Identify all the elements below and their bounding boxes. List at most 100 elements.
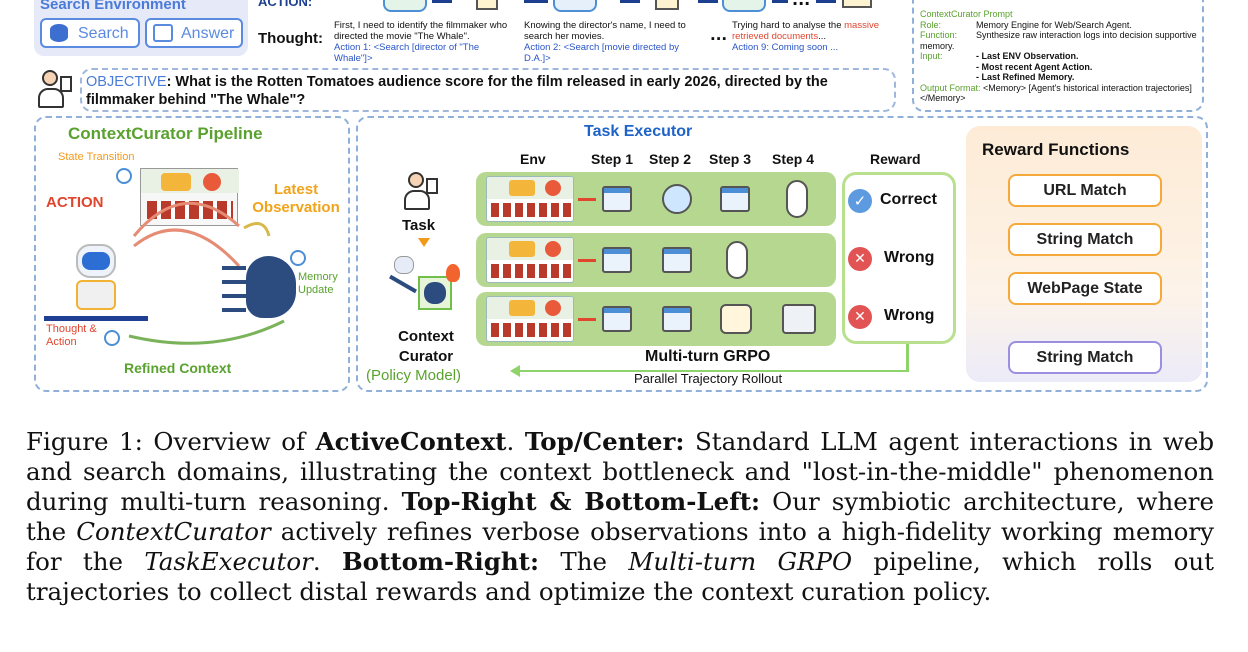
state-transition-label: State Transition bbox=[58, 151, 135, 163]
caption-text: Our symbiotic architecture, where the bbox=[26, 487, 1214, 546]
cross-icon: ✕ bbox=[848, 247, 872, 271]
action-3-text: Action 9: Coming soon ... bbox=[732, 42, 839, 53]
prompt-output-value: <Memory> [Agent's historical interaction… bbox=[920, 82, 1192, 104]
header-reward: Reward bbox=[870, 151, 921, 167]
reward-fn-string-match-search: String Match bbox=[1008, 341, 1162, 374]
click-window-icon bbox=[602, 306, 632, 332]
document-refresh-icon bbox=[720, 304, 752, 334]
caption-name: ActiveContext bbox=[315, 427, 507, 456]
answer-button-label: Answer bbox=[181, 25, 235, 42]
caption-top-right: Top-Right & Bottom-Left: bbox=[401, 487, 761, 516]
da-search-icon bbox=[553, 0, 597, 12]
rollout-label: Parallel Trajectory Rollout bbox=[634, 371, 783, 386]
thought-action-label: Thought & Action bbox=[46, 323, 97, 348]
reward-fn-string-match: String Match bbox=[1008, 223, 1162, 256]
arrow-icon bbox=[578, 198, 596, 201]
prompt-input-3: - Last Refined Memory. bbox=[976, 72, 1075, 82]
caption-executor: TaskExecutor bbox=[144, 547, 313, 576]
prompt-role-key: Role: bbox=[920, 19, 942, 30]
caption-text: . bbox=[506, 427, 525, 456]
grpo-label: Multi-turn GRPO bbox=[645, 348, 771, 365]
header-step-2: Step 2 bbox=[649, 151, 692, 167]
prompt-function-key: Function: bbox=[920, 30, 958, 40]
thought-label: Thought: bbox=[258, 30, 323, 47]
executor-title: Task Executor bbox=[584, 123, 693, 140]
score-search-icon bbox=[722, 0, 766, 12]
curator-label: Context Curator bbox=[398, 328, 454, 365]
objective-label: OBJECTIVE bbox=[86, 74, 167, 90]
memory-update-label: Memory Update bbox=[298, 271, 338, 296]
objective-box bbox=[80, 68, 896, 112]
cross-icon: ✕ bbox=[848, 305, 872, 329]
arrow-icon bbox=[578, 318, 596, 321]
reward-fn-webpage-state: WebPage State bbox=[1008, 272, 1162, 305]
env-screenshot bbox=[486, 176, 574, 222]
pipeline-title: ContextCurator Pipeline bbox=[68, 124, 263, 143]
arrow-icon bbox=[698, 0, 718, 3]
thought-1: First, I need to identify the filmmaker … bbox=[334, 20, 518, 64]
thought-3-text: Trying hard to analyse the bbox=[732, 20, 842, 31]
figure-caption: Figure 1: Overview of ActiveContext. Top… bbox=[26, 427, 1214, 607]
gear-window-icon bbox=[782, 304, 816, 334]
browser-window-icon bbox=[662, 247, 692, 273]
executor-panel bbox=[356, 116, 1208, 392]
answer-button[interactable]: Answer bbox=[145, 18, 243, 48]
database-icon bbox=[50, 24, 68, 42]
arrow-icon bbox=[772, 0, 788, 3]
arrow-icon bbox=[432, 0, 452, 3]
header-env: Env bbox=[520, 151, 546, 167]
caption-text: . bbox=[312, 547, 342, 576]
caption-bottom-right: Bottom-Right: bbox=[341, 547, 540, 576]
action-label-pipeline: ACTION bbox=[46, 194, 104, 211]
feedback-arrowhead bbox=[510, 365, 520, 377]
reward-2-label: Wrong bbox=[884, 249, 935, 266]
env-screenshot bbox=[486, 296, 574, 342]
prompt-role-value: Memory Engine for Web/Search Agent. bbox=[976, 19, 1132, 30]
prompt-function-value: Synthesize raw interaction logs into dec… bbox=[920, 30, 1197, 51]
action-label: ACTION: bbox=[258, 0, 313, 9]
caption-text: pipeline, which rolls out trajectories t… bbox=[26, 547, 1214, 606]
curator-robot-icon bbox=[388, 254, 462, 320]
reward-1-label: Correct bbox=[880, 191, 937, 208]
arrow-icon bbox=[816, 0, 836, 3]
caption-fig: Figure 1: Overview of bbox=[26, 427, 316, 456]
caption-text: actively refines verbose observations in… bbox=[26, 517, 1214, 576]
header-step-1: Step 1 bbox=[591, 151, 634, 167]
prompt-title: ContextCurator Prompt bbox=[920, 9, 1013, 19]
caption-grpo: Multi-turn GRPO bbox=[628, 547, 853, 576]
inbox-icon bbox=[153, 24, 173, 42]
arrow-icon bbox=[524, 0, 548, 3]
thought-3: Trying hard to analyse the massive retri… bbox=[732, 20, 879, 53]
ellipsis-mid: ... bbox=[710, 26, 728, 44]
thought-2: Knowing the director's name, I need to s… bbox=[524, 20, 704, 64]
action-2-text: Action 2: <Search [movie directed by D.A… bbox=[524, 42, 679, 64]
latest-observation-label: Latest Observation bbox=[252, 181, 340, 216]
prompt-input-2: - Most recent Agent Action. bbox=[976, 61, 1093, 72]
arrow-icon bbox=[578, 259, 596, 262]
reward-3-label: Wrong bbox=[884, 307, 935, 324]
search-button-label: Search bbox=[78, 25, 129, 42]
header-step-3: Step 3 bbox=[709, 151, 752, 167]
user-clipboard-icon bbox=[404, 172, 440, 212]
arrow-icon bbox=[620, 0, 640, 3]
search-env-label: Search Environment bbox=[40, 0, 186, 13]
browser-window-icon bbox=[662, 306, 692, 332]
caption-top-center: Top/Center: bbox=[524, 427, 685, 456]
caption-text: Standard LLM agent interactions in web a… bbox=[26, 427, 1215, 516]
curator-prompt-box bbox=[912, 0, 1204, 112]
search-button[interactable]: Search bbox=[40, 18, 140, 48]
caption-curator: ContextCurator bbox=[76, 517, 271, 546]
objective-question: : What is the Rotten Tomatoes audience s… bbox=[86, 74, 828, 108]
prompt-input-key: Input: bbox=[920, 51, 943, 61]
click-window-icon bbox=[602, 186, 632, 212]
objective-text: OBJECTIVE: What is the Rotten Tomatoes a… bbox=[86, 73, 892, 109]
desk-bar bbox=[44, 316, 148, 321]
document-icon bbox=[476, 0, 498, 10]
check-icon: ✓ bbox=[848, 189, 872, 213]
thought-2-text: Knowing the director's name, I need to s… bbox=[524, 20, 686, 42]
curator-prompt: ContextCurator Prompt Role: Memory Engine… bbox=[920, 9, 1200, 104]
thought-3-highlight: massive retrieved documents bbox=[732, 20, 879, 42]
document-pile-icon bbox=[842, 0, 872, 8]
mouse-upload-icon bbox=[786, 180, 808, 218]
webpage-thumbnail bbox=[140, 168, 239, 226]
